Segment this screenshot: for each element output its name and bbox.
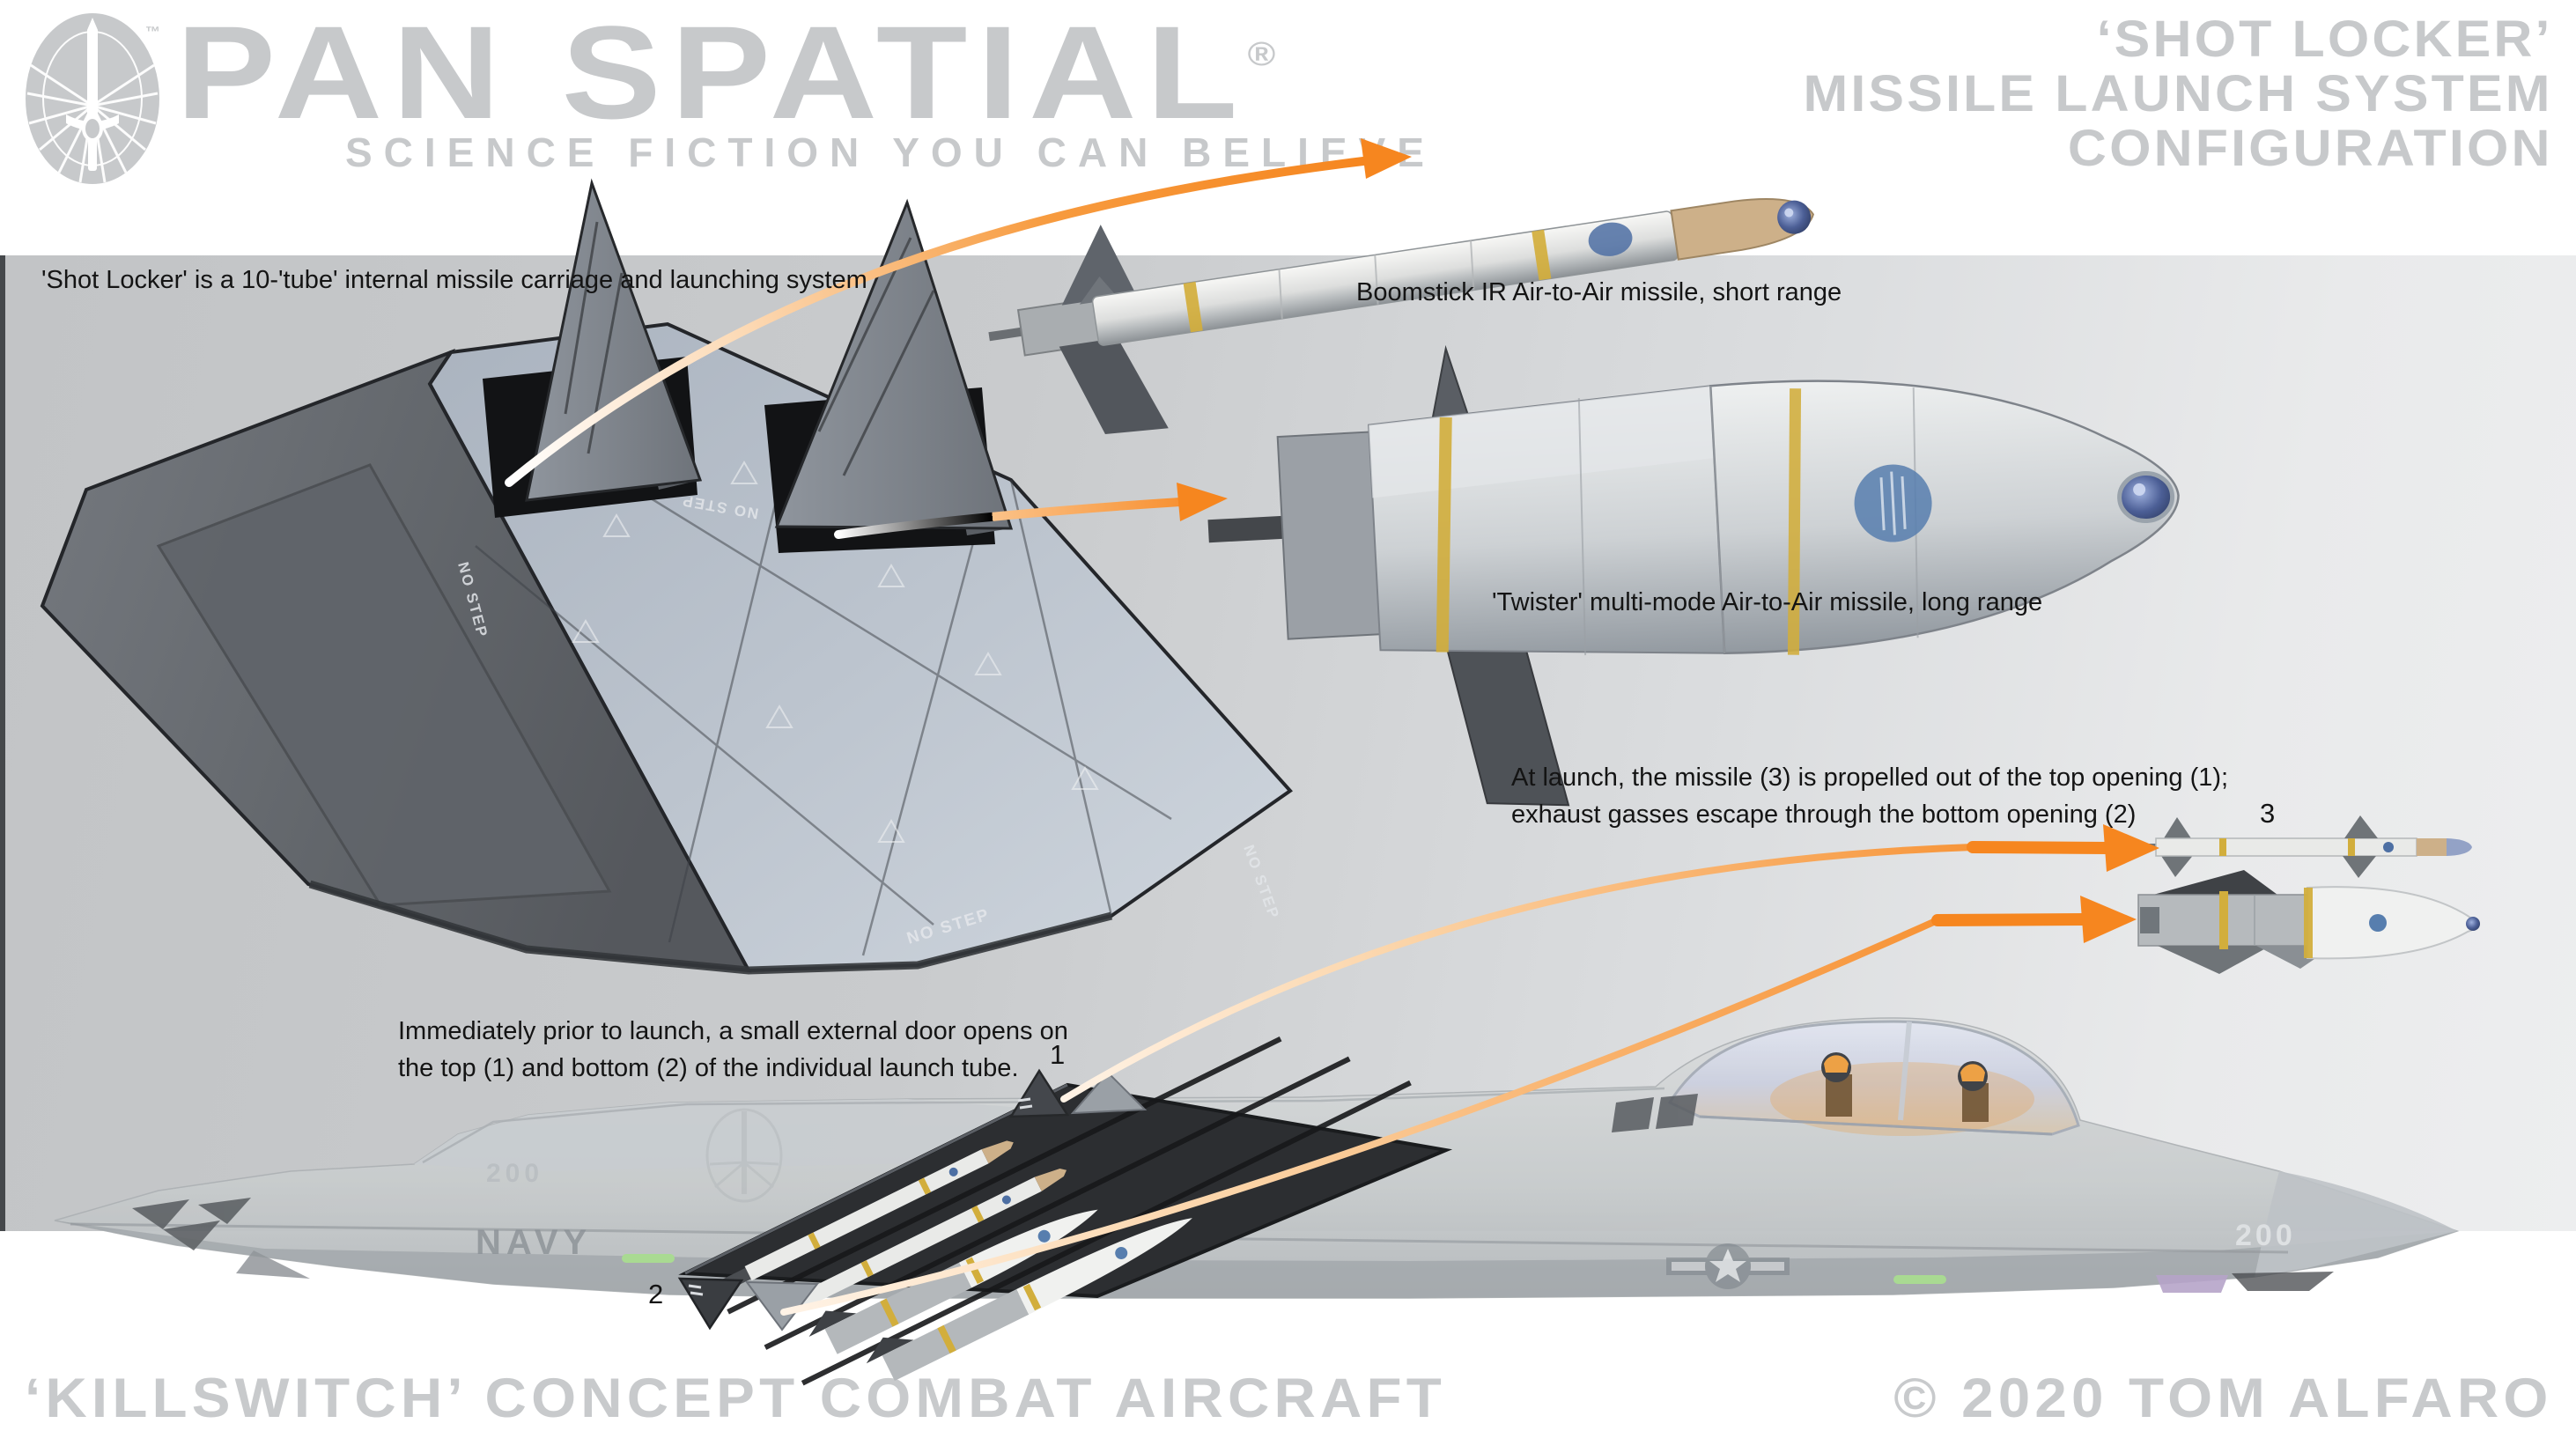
exhaust-chevrons (132, 1198, 251, 1250)
loaded-twister-2 (866, 1218, 1192, 1382)
boomstick-seeker-lens (1777, 200, 1812, 234)
boomstick-yellow-band-aft (1183, 281, 1203, 333)
door-note-line1: Immediately prior to launch, a small ext… (398, 1017, 1068, 1045)
arrowhead-exhaust (2080, 896, 2137, 943)
sheet-title-line3: CONFIGURATION (2068, 120, 2553, 177)
twister-roundel-detail (1879, 471, 1907, 535)
twister-tail-section (1276, 431, 1386, 640)
registered-mark: ® (1247, 36, 1276, 73)
sheet-title: ‘SHOT LOCKER’ MISSILE LAUNCH SYSTEM CONF… (1804, 12, 2553, 176)
nose-sensor-window (2156, 1275, 2228, 1293)
boomstick-roundel (1588, 222, 1633, 256)
launch-note-line2: exhaust gasses escape through the bottom… (1511, 800, 2137, 829)
modex-faint: 200 (486, 1159, 543, 1188)
launch-note: At launch, the missile (3) is propelled … (1511, 759, 2228, 833)
twister-yellow-stripe-fwd (1787, 388, 1802, 655)
footer-aircraft-name: ‘KILLSWITCH’ CONCEPT COMBAT AIRCRAFT (25, 1368, 1446, 1429)
arrow-bay-to-twister (834, 498, 1185, 539)
boomstick-missile-render (988, 198, 1814, 434)
fuselage-watermark-emblem (705, 1108, 783, 1203)
twister-yellow-stripe-aft (1436, 417, 1452, 653)
footer-copyright: © 2020 TOM ALFARO (1893, 1368, 2553, 1429)
nose-inlet (2232, 1272, 2334, 1291)
pan-spatial-logo-icon: ™ (26, 13, 160, 184)
boomstick-label: Boomstick IR Air-to-Air missile, short r… (1356, 278, 1842, 306)
canopy-strut (1898, 1021, 1912, 1121)
top-launch-door (1008, 1068, 1148, 1118)
sheet-title-line2: MISSILE LAUNCH SYSTEM (1803, 65, 2553, 122)
navy-marking: NAVY (476, 1223, 592, 1262)
bay-warning-triangles (572, 461, 1099, 843)
annotation-arrows (505, 138, 2159, 1316)
arrow-bottomdoor-to-exhaust (780, 917, 1941, 1316)
arrow-shaft-missile3 (1967, 841, 2113, 854)
brand-text: PAN SPATIAL (176, 0, 1248, 146)
twister-mid-body-highlight (1369, 386, 1715, 498)
aft-deck-louvers (1612, 1094, 1698, 1132)
boomstick-lens-glint (1784, 208, 1794, 218)
brand-wordmark: PAN SPATIAL® (176, 0, 1275, 149)
modex-nose: 200 (2235, 1219, 2296, 1252)
aircraft-radome (2255, 1171, 2457, 1277)
aircraft-lower-band (55, 1221, 2457, 1298)
pilot-figures (1821, 1052, 1989, 1122)
boomstick-panel-seams (1278, 240, 1475, 319)
boomstick-side-view (2138, 815, 2472, 878)
content-band-left-edge (0, 255, 5, 1231)
twister-seeker-lens (2117, 470, 2175, 524)
launch-note-line1: At launch, the missile (3) is propelled … (1511, 763, 2229, 792)
callout-2-bottom-opening: 2 (648, 1279, 664, 1309)
aircraft-dorsal-hump (414, 1099, 1048, 1171)
door-note: Immediately prior to launch, a small ext… (398, 1013, 1068, 1087)
bay-bottom-edge (308, 880, 1113, 975)
ventral-fin (236, 1250, 310, 1279)
sheet-title-line1: ‘SHOT LOCKER’ (2096, 11, 2553, 68)
canopy-sill (1699, 1115, 2053, 1136)
formation-light-fwd (1893, 1275, 1946, 1284)
shot-locker-description: 'Shot Locker' is a 10-'tube' internal mi… (41, 266, 867, 294)
bay-open-tube-2 (764, 198, 1014, 553)
twister-side-view (2137, 870, 2480, 974)
twister-nose-body (1709, 380, 2180, 655)
boomstick-yellow-band-fwd (1532, 229, 1552, 281)
arrowhead-twister (1177, 483, 1228, 521)
arrow-bay-to-boomstick (505, 157, 1368, 487)
bay-left-face-panel (156, 463, 612, 907)
arrowhead-boomstick (1361, 138, 1412, 179)
brand-tagline: SCIENCE FICTION YOU CAN BELIEVE (345, 129, 1436, 175)
arrowhead-missile3 (2103, 824, 2159, 872)
arrow-topdoor-to-missile3 (1060, 844, 1976, 1103)
boomstick-tail-probe (988, 326, 1029, 342)
logo-trademark: ™ (145, 24, 160, 41)
formation-light-aft (622, 1254, 675, 1263)
shot-locker-bay-render: NO STEP NO STEP NO STEP NO STEP (40, 178, 1293, 975)
bay-open-tube-1 (483, 178, 703, 518)
no-step-marking-right: NO STEP (1240, 843, 1282, 922)
twister-missile-render (1207, 344, 2180, 807)
twister-lens-glint (2133, 483, 2146, 496)
callout-1-top-opening: 1 (1050, 1039, 1066, 1070)
door-note-line2: the top (1) and bottom (2) of the indivi… (398, 1054, 1019, 1082)
arrow-shaft-exhaust (1931, 913, 2090, 926)
roundel-star-and-bars (1666, 1243, 1790, 1289)
callout-3-missile: 3 (2260, 798, 2276, 829)
bay-slab-edge-highlight (684, 1083, 1068, 1275)
twister-label: 'Twister' multi-mode Air-to-Air missile,… (1492, 588, 2043, 616)
